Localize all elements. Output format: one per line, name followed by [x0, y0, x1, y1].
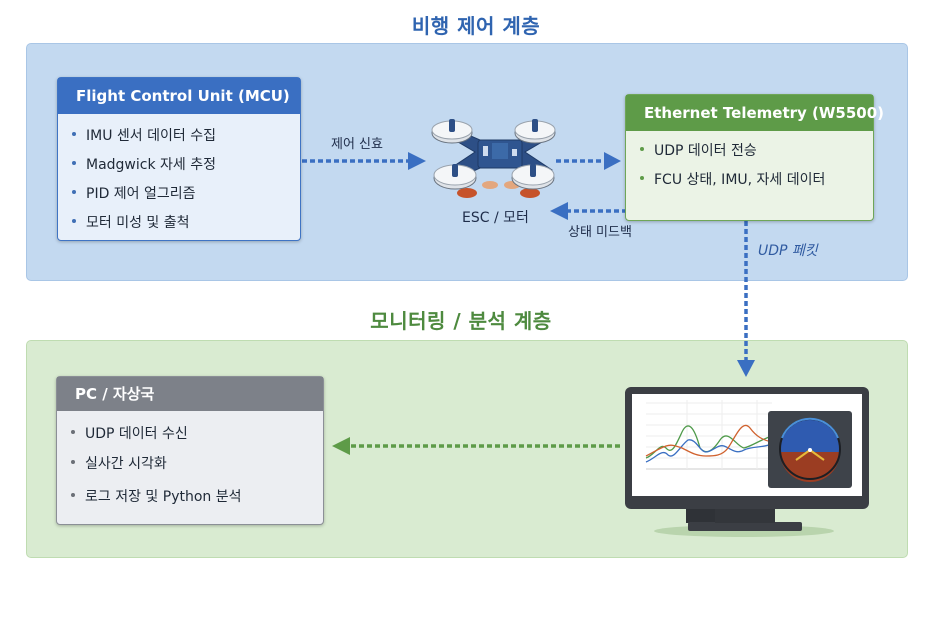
monitor-icon [625, 387, 869, 537]
list-item-text: FCU 상태, IMU, 자세 데이터 [654, 172, 826, 188]
telemetry-arrow [556, 152, 621, 170]
layer-title-monitoring: 모니터링 / 분석 계층 [370, 309, 552, 333]
list-item: 모터 미성 및 출척 [72, 209, 286, 238]
list-item-text: PID 제어 얼그리즘 [86, 186, 196, 202]
list-item-text: UDP 데이터 전승 [654, 143, 757, 159]
list-item: FCU 상태, IMU, 자세 데이터 [640, 166, 859, 195]
ethernet-telemetry-box: Ethernet Telemetry (W5500) UDP 데이터 전승 FC… [625, 94, 884, 221]
status-feedback-label: 상태 미드백 [568, 225, 632, 240]
list-item: UDP 데이터 전승 [640, 137, 859, 166]
list-item-text: IMU 센서 데이터 수집 [86, 128, 216, 144]
control-signal-label: 제어 신효 [331, 137, 383, 152]
pc-box-list: UDP 데이터 수신 실사간 시각화 로그 저장 및 Python 분석 [57, 411, 323, 520]
udp-packet-arrow [737, 221, 755, 377]
bullet-icon [72, 190, 76, 194]
ethernet-box-list: UDP 데이터 전승 FCU 상태, IMU, 자세 데이터 [626, 131, 873, 203]
visualization-arrow [332, 437, 620, 455]
control-signal-arrow [302, 152, 426, 170]
esc-motor-label: ESC / 모터 [462, 210, 529, 226]
pc-box-title: PC / 자상국 [57, 377, 323, 411]
udp-packet-label: UDP 페킷 [758, 243, 818, 259]
list-item-text: Madgwick 자세 추정 [86, 157, 216, 173]
bullet-icon [72, 161, 76, 165]
bullet-icon [71, 493, 75, 497]
bullet-icon [72, 219, 76, 223]
list-item-text: 로그 저장 및 Python 분석 [85, 489, 242, 505]
bullet-icon [640, 176, 644, 180]
fcu-box-list: IMU 센서 데이터 수집 Madgwick 자세 추정 PID 제어 얼그리즘… [58, 114, 300, 246]
list-item: 실사간 시각화 [71, 449, 309, 479]
pc-ground-station-box: PC / 자상국 UDP 데이터 수신 실사간 시각화 로그 저장 및 Pyth… [56, 376, 324, 525]
monitor-line-chart [645, 400, 773, 470]
bullet-icon [71, 460, 75, 464]
list-item-text: 실사간 시각화 [85, 456, 167, 472]
ethernet-box-title: Ethernet Telemetry (W5500) [626, 95, 884, 131]
list-item: Madgwick 자세 추정 [72, 151, 286, 180]
attitude-indicator [768, 411, 852, 488]
list-item-text: 모터 미성 및 출척 [86, 215, 190, 231]
list-item: IMU 센서 데이터 수집 [72, 122, 286, 151]
bullet-icon [71, 430, 75, 434]
list-item: 로그 저장 및 Python 분석 [71, 482, 309, 512]
list-item: PID 제어 얼그리즘 [72, 180, 286, 209]
fcu-box-title: Flight Control Unit (MCU) [58, 78, 300, 114]
bullet-icon [72, 132, 76, 136]
bullet-icon [640, 147, 644, 151]
layer-title-flight-control: 비행 제어 계층 [411, 14, 541, 38]
list-item-text: UDP 데이터 수신 [85, 426, 188, 442]
drone-icon [431, 119, 556, 198]
fcu-box: Flight Control Unit (MCU) IMU 센서 데이터 수집 … [57, 77, 301, 241]
list-item: UDP 데이터 수신 [71, 419, 309, 449]
